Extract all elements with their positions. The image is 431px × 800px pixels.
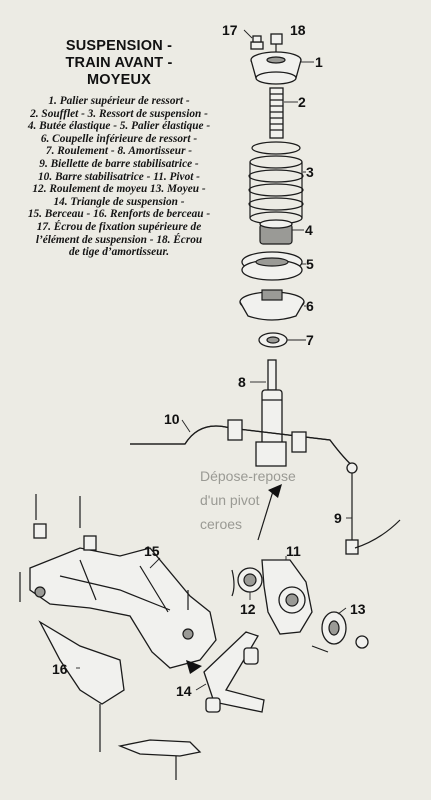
part-15-subframe [19, 523, 217, 669]
title-line-1: SUSPENSION - [65, 38, 173, 54]
callout-15: 15 [144, 543, 160, 559]
bleed-line-2: d'un pivot [200, 492, 260, 508]
callout-9: 9 [334, 510, 342, 526]
part-2-bellows [269, 87, 284, 139]
legend-line: 6. Coupelle inférieure de ressort - [40, 132, 198, 145]
callout-18: 18 [290, 22, 306, 38]
part-12-hub-bearing [231, 567, 263, 597]
bleed-line-1: Dépose-repose [200, 468, 296, 484]
callout-14: 14 [176, 683, 192, 699]
legend-line: l’élément de suspension - 18. Écrou [35, 233, 203, 246]
legend-line: de tige d’amortisseur. [68, 246, 170, 259]
callout-2: 2 [298, 94, 306, 110]
part-8-damper [255, 359, 287, 467]
callout-8: 8 [238, 374, 246, 390]
part-3-coil-spring [248, 141, 304, 225]
part-1-upper-mount [250, 51, 302, 85]
callout-5: 5 [306, 256, 314, 272]
part-6-lower-spring-cup [239, 289, 305, 321]
part-17-nut [250, 35, 264, 50]
bleed-through-text: Dépose-repose d'un pivot ceroes [200, 468, 296, 532]
callout-11: 11 [286, 543, 301, 559]
callout-12: 12 [240, 601, 256, 617]
part-7-bearing [258, 332, 288, 348]
part-10-anti-roll-bar [130, 419, 356, 469]
callout-13: 13 [350, 601, 366, 617]
legend-line: 10. Barre stabilisatrice - 11. Pivot - [38, 170, 200, 183]
bleed-line-3: ceroes [200, 516, 243, 532]
callout-16: 16 [52, 661, 68, 677]
legend-line: 7. Roulement - 8. Amortisseur - [45, 145, 193, 158]
callout-6: 6 [306, 298, 314, 314]
page-title: SUSPENSION - TRAIN AVANT - MOYEUX [8, 38, 230, 89]
title-line-3: MOYEUX [86, 72, 152, 88]
callout-1: 1 [315, 54, 323, 70]
legend-line: 15. Berceau - 16. Renforts de berceau - [27, 208, 211, 221]
part-13-hub [311, 611, 369, 653]
callout-3: 3 [306, 164, 314, 180]
legend-line: 4. Butée élastique - 5. Palier élastique… [27, 120, 211, 133]
callout-4: 4 [305, 222, 313, 238]
legend-line: 14. Triangle de suspension - [53, 195, 185, 208]
callout-10: 10 [164, 411, 180, 427]
leader-lines [76, 29, 352, 691]
part-4-bump-stop [259, 219, 293, 245]
legend-line: 17. Écrou de fixation supérieure de [36, 220, 202, 233]
part-5-elastic-bearing [241, 251, 303, 281]
callout-7: 7 [306, 332, 314, 348]
assembly-arrow [257, 484, 282, 541]
part-9-link [345, 462, 401, 555]
title-line-2: TRAIN AVANT - [65, 55, 173, 71]
legend-block: SUSPENSION - TRAIN AVANT - MOYEUX 1. Pal… [8, 38, 230, 259]
callout-17: 17 [222, 22, 238, 38]
legend-line: 1. Palier supérieur de ressort - [48, 95, 190, 107]
legend-line: 9. Biellette de barre stabilisatrice - [39, 157, 199, 170]
part-14-wishbone [186, 631, 265, 713]
part-16-reinforcement [35, 494, 202, 780]
parts-legend: 1. Palier supérieur de ressort - 2. Souf… [8, 95, 230, 259]
legend-line: 2. Soufflet - 3. Ressort de suspension - [30, 107, 208, 120]
part-11-knuckle [261, 559, 313, 635]
part-18-nut [270, 33, 283, 52]
legend-line: 12. Roulement de moyeu 13. Moyeu - [32, 183, 206, 196]
